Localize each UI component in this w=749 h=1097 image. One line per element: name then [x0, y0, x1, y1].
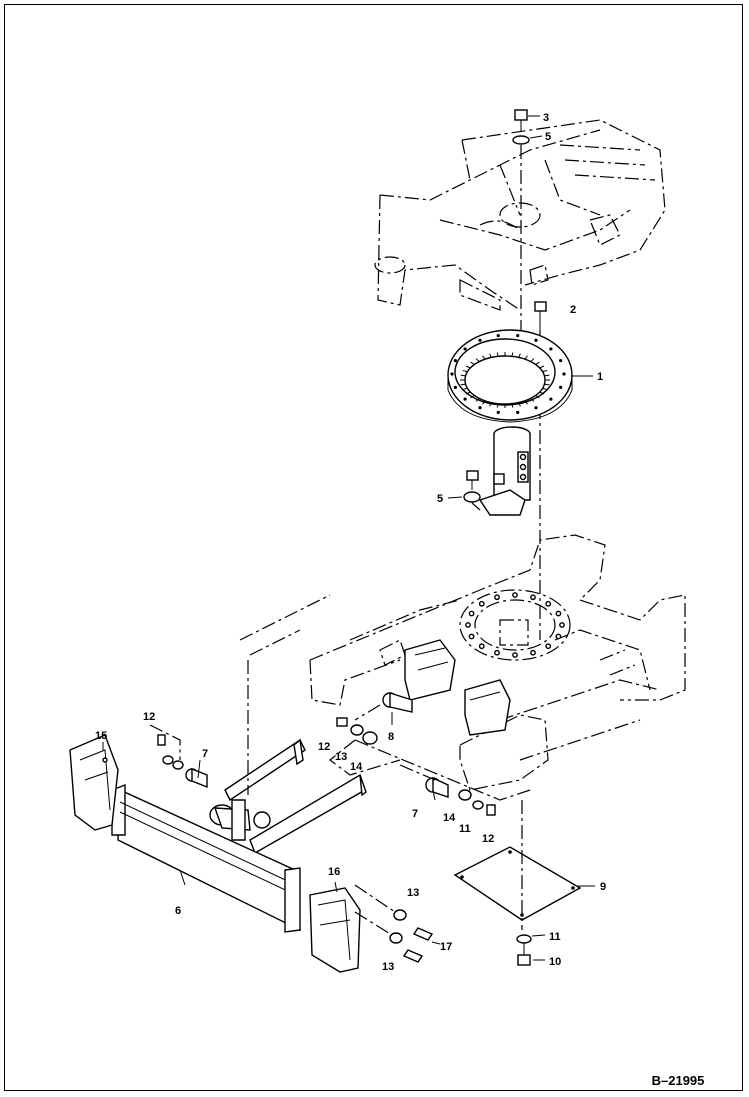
callout-16: 16: [328, 866, 340, 878]
callout-9: 9: [600, 881, 606, 893]
callout-5-swivel: 5: [437, 493, 443, 505]
callout-17: 17: [440, 941, 452, 953]
blade-end-16: [309, 887, 361, 973]
callout-13-upper: 13: [407, 887, 419, 899]
callout-11-bottom: 11: [549, 931, 561, 943]
hardware-left-upper: [157, 734, 184, 770]
bolt-swivel: [466, 470, 479, 490]
callout-13-lower: 13: [382, 961, 394, 973]
washer-11-bottom: [516, 934, 532, 944]
swivel-joint: [478, 426, 531, 516]
callout-6: 6: [175, 905, 181, 917]
callout-7-right: 7: [412, 808, 418, 820]
callout-12-right: 12: [482, 833, 494, 845]
dozer-blade: [111, 783, 301, 933]
callout-5-top: 5: [545, 131, 551, 143]
hardware-pin-8: [336, 717, 378, 745]
callout-7-left: 7: [202, 748, 208, 760]
hardware-blade-end: [389, 909, 434, 963]
cover-plate-9: [453, 846, 582, 921]
callout-12-mid: 12: [318, 741, 330, 753]
pin-7-right: [425, 776, 449, 798]
callout-15: 15: [95, 730, 107, 742]
callout-12-left: 12: [143, 711, 155, 723]
bolt-3: [514, 109, 528, 132]
upper-frame-phantom: [374, 119, 666, 311]
drawing-border: [4, 4, 743, 1091]
callout-11-right: 11: [459, 823, 471, 835]
callout-14-right: 14: [443, 812, 456, 824]
figure-reference: B–21995: [652, 1073, 705, 1088]
callout-14-mid: 14: [350, 761, 363, 773]
callout-8: 8: [388, 731, 394, 743]
blade-end-15: [69, 734, 119, 831]
bolt-2: [534, 301, 547, 330]
callout-1: 1: [597, 371, 603, 383]
swing-bearing: [447, 329, 573, 423]
pin-8: [382, 692, 413, 713]
pin-7-left: [185, 767, 208, 789]
bolt-10: [517, 943, 531, 966]
pin-bracket-right: [464, 679, 511, 736]
washer-5-swivel: [463, 491, 481, 503]
callout-10: 10: [549, 956, 561, 968]
hardware-phantom: [149, 594, 331, 795]
leader-lines: [102, 115, 595, 961]
callout-13-mid: 13: [335, 751, 347, 763]
hardware-pin-7-right: [458, 789, 496, 816]
callout-2: 2: [570, 304, 576, 316]
pin-bracket-left: [404, 639, 456, 701]
callouts: 3 5 2 1 5 12 15 7 12 13 14 8 7 14 11 12 …: [95, 112, 606, 973]
washer-5-top: [512, 135, 530, 145]
callout-3: 3: [543, 112, 549, 124]
undercarriage-frame-phantom: [309, 534, 686, 801]
